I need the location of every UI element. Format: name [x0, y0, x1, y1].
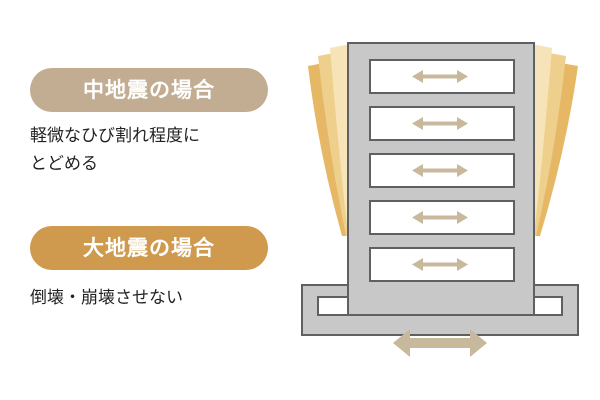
ground-shake-arrow-icon: [393, 329, 487, 357]
mid-earthquake-description: 軽微なひび割れ程度に とどめる: [30, 122, 200, 178]
sway-fan-left-icon: [308, 44, 350, 236]
mid-desc-line1: 軽微なひび割れ程度に: [30, 126, 200, 146]
floor-sway-arrow-icon: [412, 164, 468, 177]
large-earthquake-description: 倒壊・崩壊させない: [30, 288, 183, 308]
floor-sway-arrow-icon: [412, 211, 468, 224]
large-earthquake-title: 大地震の場合: [30, 226, 268, 270]
floor-sway-arrow-icon: [412, 70, 468, 83]
floor-sway-arrow-icon: [412, 117, 468, 130]
mid-earthquake-title: 中地震の場合: [30, 68, 268, 112]
floor-sway-arrow-icon: [412, 258, 468, 271]
floor-sway-arrows: [412, 70, 468, 271]
sway-fan-right-icon: [532, 44, 578, 236]
mid-desc-line2: とどめる: [30, 154, 98, 174]
